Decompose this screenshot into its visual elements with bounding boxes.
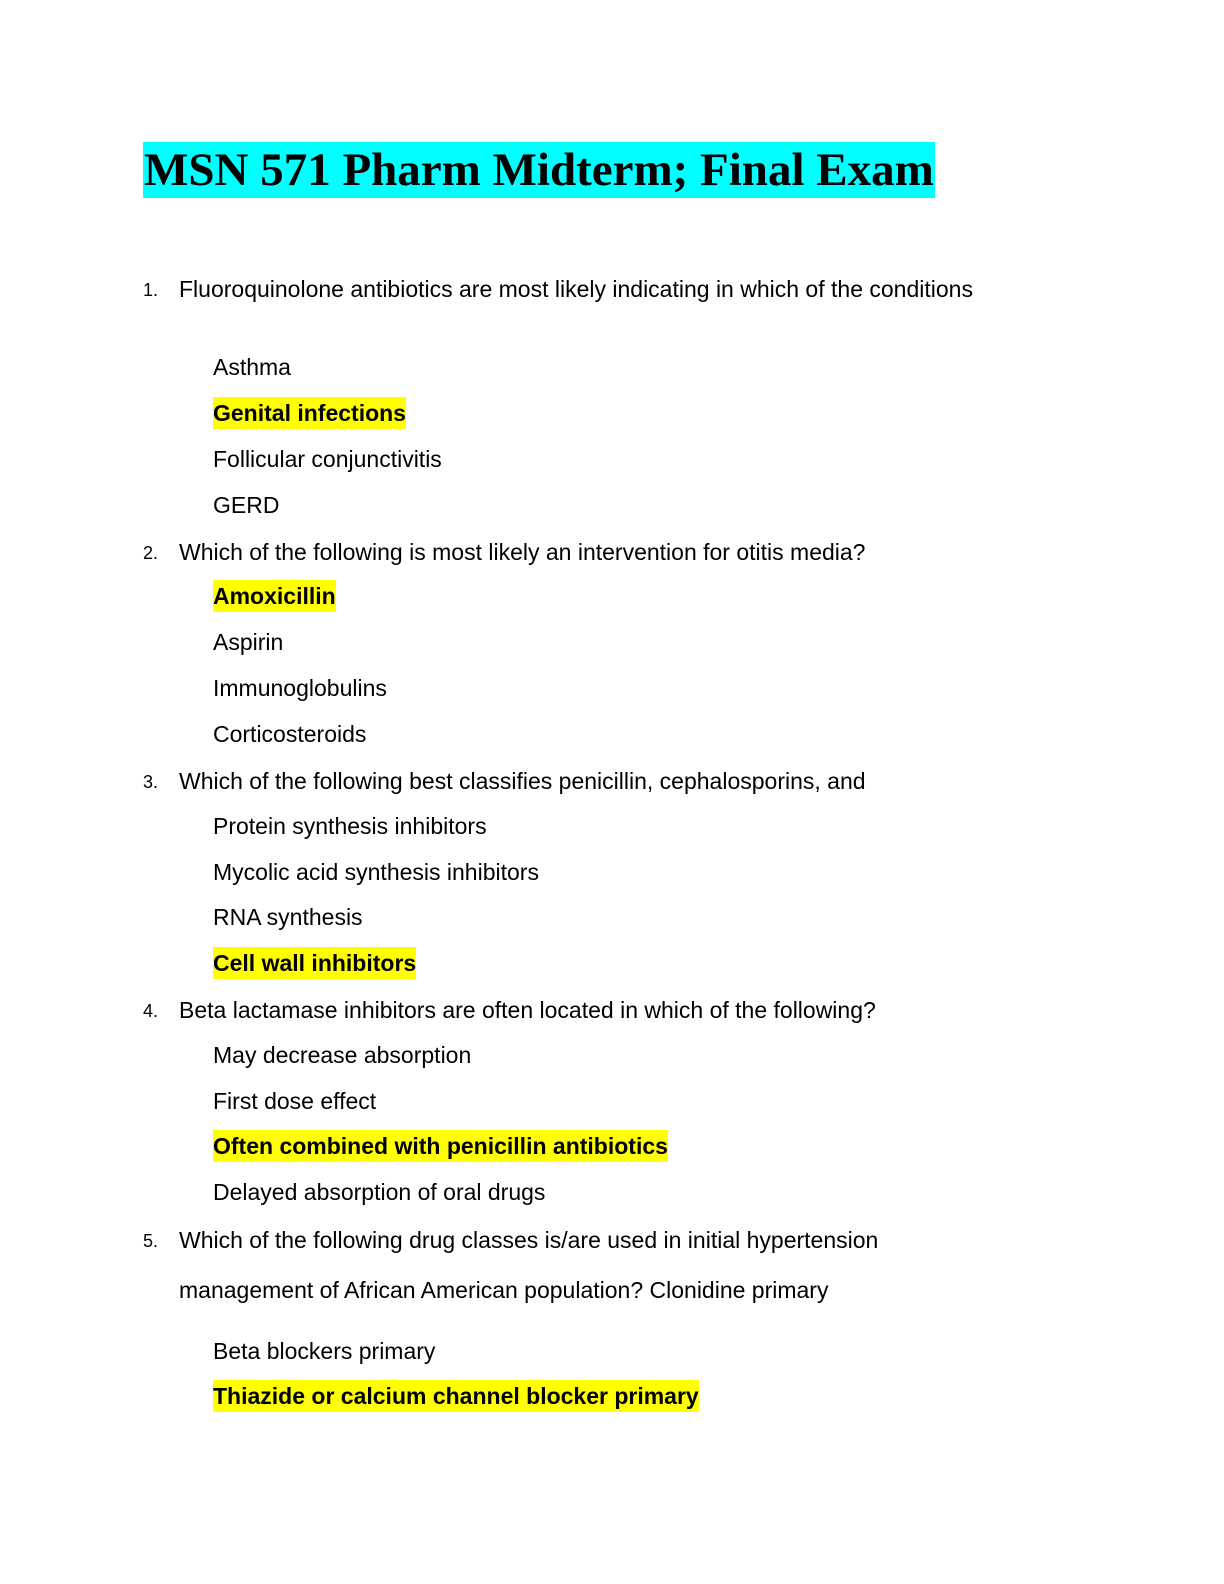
question-text: Which of the following best classifies p… — [179, 768, 866, 794]
option: First dose effect — [213, 1088, 377, 1114]
document-title: MSN 571 Pharm Midterm; Final Exam — [143, 142, 935, 198]
option: Mycolic acid synthesis inhibitors — [213, 859, 539, 885]
question-text-continued: management of African American populatio… — [179, 1277, 829, 1303]
option: May decrease absorption — [213, 1042, 472, 1068]
option: Asthma — [213, 354, 291, 380]
question-text: Beta lactamase inhibitors are often loca… — [179, 997, 876, 1023]
question-number: 2. — [143, 543, 159, 563]
option: Protein synthesis inhibitors — [213, 813, 487, 839]
option: GERD — [213, 492, 280, 518]
answer-option: Thiazide or calcium channel blocker prim… — [213, 1380, 699, 1412]
question-text: Fluoroquinolone antibiotics are most lik… — [179, 276, 973, 302]
question-number: 4. — [143, 1001, 159, 1021]
question-number: 3. — [143, 772, 159, 792]
answer-option: Genital infections — [213, 397, 406, 429]
answer-option: Cell wall inhibitors — [213, 947, 417, 979]
option: RNA synthesis — [213, 904, 363, 930]
option: Beta blockers primary — [213, 1338, 436, 1364]
answer-option: Often combined with penicillin antibioti… — [213, 1130, 668, 1162]
option: Aspirin — [213, 629, 284, 655]
option: Corticosteroids — [213, 721, 367, 747]
question-number: 5. — [143, 1231, 159, 1251]
question-text: Which of the following is most likely an… — [179, 539, 866, 565]
question-text: Which of the following drug classes is/a… — [179, 1227, 879, 1253]
option: Follicular conjunctivitis — [213, 446, 442, 472]
answer-option: Amoxicillin — [213, 580, 336, 612]
option: Delayed absorption of oral drugs — [213, 1179, 546, 1205]
option: Immunoglobulins — [213, 675, 387, 701]
question-number: 1. — [143, 280, 159, 300]
